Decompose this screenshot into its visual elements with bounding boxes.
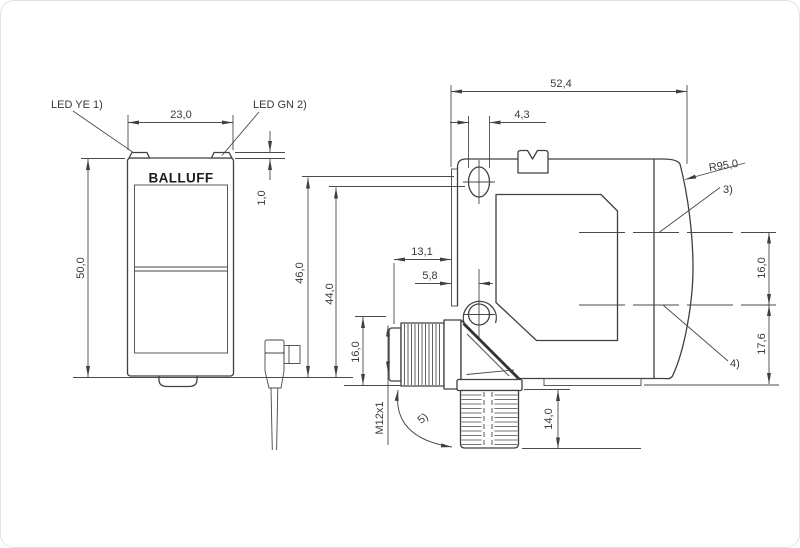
front-face-plate bbox=[451, 168, 458, 307]
bottom-boss bbox=[158, 376, 198, 388]
cable-connector-glyph bbox=[264, 339, 301, 451]
dim-h44-label: 44,0 bbox=[324, 283, 336, 304]
dim-conn-len-label: 14,0 bbox=[543, 408, 555, 429]
led-yellow-label: LED YE 1) bbox=[51, 99, 103, 111]
dim-height-label: 50,0 bbox=[75, 257, 87, 278]
dim-total-width-label: 52,4 bbox=[550, 78, 571, 90]
led-window-yellow bbox=[128, 151, 151, 159]
thread-label: M12x1 bbox=[374, 401, 386, 434]
note5-label: 5) bbox=[415, 411, 430, 426]
m12-connector-vertical bbox=[456, 378, 523, 449]
swivel-arc bbox=[394, 389, 453, 448]
m12-connector-horizontal bbox=[388, 319, 523, 390]
dovetail-notch bbox=[517, 149, 549, 174]
dim-h46-label: 46,0 bbox=[294, 262, 306, 283]
note4-label: 4) bbox=[730, 358, 740, 370]
leader-note3 bbox=[658, 187, 721, 233]
extension-lines bbox=[73, 85, 779, 449]
radius-label: R95,0 bbox=[708, 158, 739, 174]
leader-radius bbox=[684, 162, 746, 180]
dimensions: 23,0 50,0 1,0 LED YE 1) LED GN 2) 52,4 4… bbox=[51, 78, 771, 449]
dim-slot-label: 4,3 bbox=[514, 109, 529, 121]
dim-13-1-label: 13,1 bbox=[411, 246, 432, 258]
dim-led-label: 1,0 bbox=[256, 190, 268, 205]
side-body-outline bbox=[456, 158, 694, 380]
dim-5-8-label: 5,8 bbox=[422, 270, 437, 282]
leader-led-green bbox=[221, 111, 260, 156]
optical-window bbox=[134, 184, 228, 354]
inner-module-outline bbox=[495, 193, 619, 342]
bottom-label-plate bbox=[543, 378, 642, 386]
led-green-label: LED GN 2) bbox=[253, 99, 307, 111]
balluff-logo: BALLUFF bbox=[148, 171, 213, 186]
note3-label: 3) bbox=[723, 184, 733, 196]
front-view: BALLUFF bbox=[126, 151, 235, 388]
dim-conn-h-label: 16,0 bbox=[350, 341, 362, 362]
leader-note4 bbox=[662, 304, 729, 362]
dim-axis-gap-label: 16,0 bbox=[756, 257, 768, 278]
leader-led-yellow bbox=[72, 110, 135, 154]
side-view bbox=[388, 149, 776, 449]
dim-axis-bottom-label: 17,6 bbox=[756, 333, 768, 354]
dim-width-label: 23,0 bbox=[170, 109, 191, 121]
